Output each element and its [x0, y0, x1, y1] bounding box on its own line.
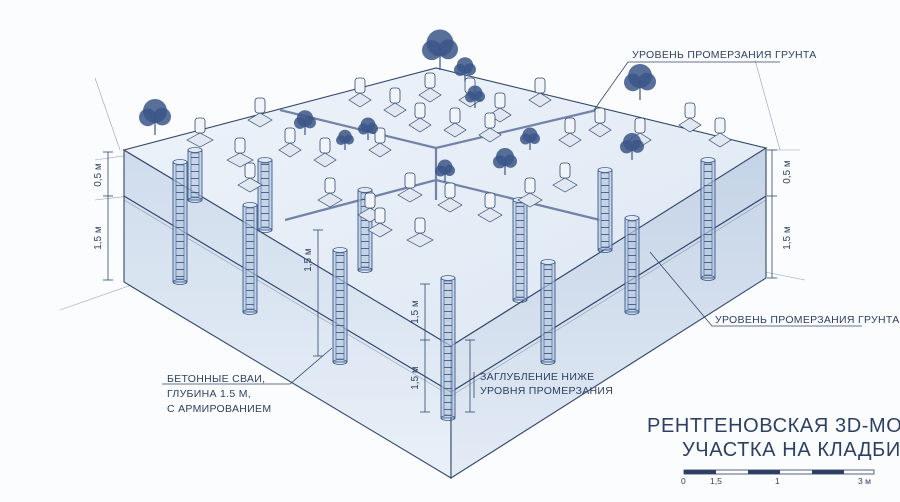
- dim-right-bottom: 1,5 м: [782, 226, 793, 250]
- dimension-right: [767, 149, 777, 279]
- pile: [257, 157, 273, 233]
- pile: [597, 167, 613, 253]
- grave-plots: [186, 72, 732, 248]
- grave: [367, 207, 393, 238]
- dim-left-top: 0,5 м: [93, 163, 104, 187]
- grave: [588, 107, 612, 138]
- pile: [440, 275, 456, 421]
- pile: [512, 197, 528, 303]
- title-line2: УЧАСТКА НА КЛАДБИЩЕ: [682, 439, 900, 461]
- tree: [624, 64, 656, 100]
- dim-inner-a: 1,5 м: [303, 248, 314, 272]
- concrete-piles: [172, 147, 716, 421]
- grave: [418, 72, 442, 103]
- grave: [678, 102, 702, 133]
- tree: [139, 99, 171, 135]
- scale-label-1: 1: [775, 476, 780, 486]
- grave: [408, 102, 432, 133]
- callout-piles-line2: ГЛУБИНА 1.5 М,: [167, 388, 251, 400]
- grave: [437, 182, 463, 213]
- pile: [624, 215, 640, 315]
- grave: [406, 217, 434, 248]
- tree: [465, 85, 485, 108]
- grave: [278, 127, 302, 158]
- scale-bar: 0 1,5 1 3 м: [681, 469, 875, 486]
- grave: [708, 117, 732, 148]
- grave: [558, 117, 582, 148]
- grave: [552, 162, 578, 193]
- grave: [517, 177, 543, 208]
- grave: [477, 192, 503, 223]
- dimension-inner: [313, 229, 475, 413]
- grave: [237, 162, 263, 193]
- tree: [620, 133, 645, 160]
- callout-depth-line1: ЗАГЛУБЛЕНИЕ НИЖЕ: [480, 371, 594, 383]
- pile: [540, 259, 556, 365]
- scale-label-1-5: 1,5: [710, 476, 722, 486]
- tree: [336, 129, 354, 150]
- tree: [294, 110, 317, 135]
- trees: [139, 29, 656, 182]
- guide-lines: [59, 59, 806, 311]
- grave: [528, 77, 552, 108]
- tree: [454, 57, 477, 82]
- tree: [435, 159, 455, 182]
- grave: [368, 127, 392, 158]
- pile: [700, 157, 716, 281]
- dim-right-top: 0,5 м: [782, 160, 793, 184]
- grave: [313, 137, 337, 168]
- grave: [186, 117, 214, 148]
- pile: [187, 147, 203, 203]
- grave: [247, 97, 273, 128]
- dim-inner-b: 1,5 м: [410, 300, 421, 324]
- tree: [358, 117, 378, 140]
- pile: [242, 202, 258, 315]
- pile: [332, 247, 348, 365]
- grave: [317, 177, 343, 208]
- grave: [383, 87, 407, 118]
- pile: [172, 159, 188, 285]
- dim-inner-c: 1,5 м: [410, 366, 421, 390]
- scale-label-3m: 3 м: [858, 476, 871, 486]
- grave: [478, 112, 502, 143]
- callout-leaders: [162, 61, 862, 398]
- scale-label-0: 0: [681, 476, 686, 486]
- callout-piles-line1: БЕТОННЫЕ СВАИ,: [167, 373, 265, 385]
- callout-piles-line3: С АРМИРОВАНИЕМ: [167, 403, 271, 415]
- callout-depth-line2: УРОВНЯ ПРОМЕРЗАНИЯ: [480, 385, 613, 397]
- dim-left-bottom: 1,5 м: [93, 226, 104, 250]
- grave: [397, 172, 423, 203]
- tree: [520, 127, 540, 150]
- tree: [422, 29, 458, 70]
- callout-frost-right: УРОВЕНЬ ПРОМЕРЗАНИЯ ГРУНТА: [715, 314, 900, 326]
- dimension-left: [103, 151, 113, 281]
- grave: [443, 107, 467, 138]
- tree: [493, 148, 517, 175]
- title-line1: РЕНТГЕНОВСКАЯ 3D-МОДЕЛЬ: [647, 415, 900, 437]
- grave: [348, 77, 372, 108]
- callout-frost-top: УРОВЕНЬ ПРОМЕРЗАНИЯ ГРУНТА: [632, 49, 817, 61]
